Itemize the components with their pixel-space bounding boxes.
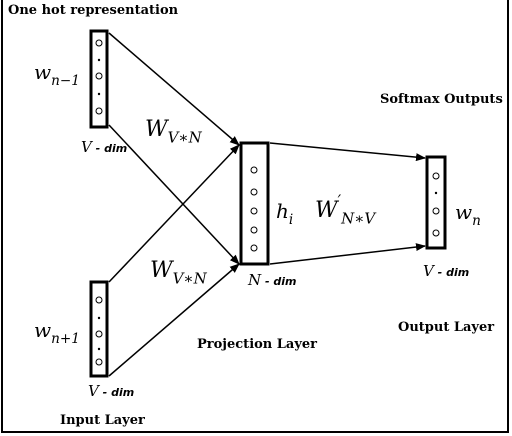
output-dot: [434, 191, 438, 195]
arrow-top-input-to-projection-top: [108, 32, 240, 146]
projection-node: [250, 207, 258, 215]
weight-matrix-output-label: W′N∗V: [315, 192, 376, 228]
projection-node: [250, 226, 258, 234]
weight-matrix-bottom-label: WV∗N: [150, 258, 207, 288]
arrow-bottom-input-to-projection-bottom: [108, 263, 240, 377]
output-node: [432, 229, 440, 237]
w-n-minus-1-label: wn−1: [34, 60, 80, 90]
projection-dim-label: N - dim: [248, 271, 297, 289]
input-top-dot: [97, 92, 101, 96]
output-dim-label: V - dim: [423, 262, 470, 280]
projection-node: [250, 244, 258, 252]
input-top-node: [95, 39, 103, 47]
arrow-projection-to-output-bottom: [269, 243, 426, 265]
arrow-top-input-to-projection-bottom: [108, 124, 240, 265]
w-n-plus-1-label: wn+1: [34, 318, 80, 348]
input-vector-bottom: [89, 280, 109, 378]
softmax-outputs-label: Softmax Outputs: [380, 92, 503, 107]
input-top-node: [95, 72, 103, 80]
arrow-bottom-input-to-projection-top: [108, 144, 240, 283]
output-node: [432, 207, 440, 215]
h-i-label: hi: [276, 199, 294, 229]
input-bottom-node: [95, 330, 103, 338]
input-top-node: [95, 107, 103, 115]
projection-node: [250, 188, 258, 196]
projection-layer-label: Projection Layer: [197, 337, 318, 352]
input-bottom-dot: [97, 316, 101, 320]
input-bottom-dot: [97, 347, 101, 351]
projection-vector: [239, 141, 270, 266]
projection-node: [250, 166, 258, 174]
output-layer-label: Output Layer: [398, 320, 495, 335]
arrow-projection-to-output-top: [269, 142, 426, 162]
weight-matrix-top-label: WV∗N: [145, 117, 202, 147]
output-vector: [425, 155, 447, 250]
w-n-label: wn: [455, 200, 481, 230]
input-bottom-node: [95, 296, 103, 304]
diagram-title: One hot representation: [8, 3, 179, 18]
input-layer-label: Input Layer: [60, 413, 145, 428]
top-input-dim-label: V - dim: [81, 138, 128, 156]
bottom-input-dim-label: V - dim: [88, 382, 135, 400]
output-node: [432, 172, 440, 180]
input-bottom-node: [95, 358, 103, 366]
input-top-dot: [97, 58, 101, 62]
